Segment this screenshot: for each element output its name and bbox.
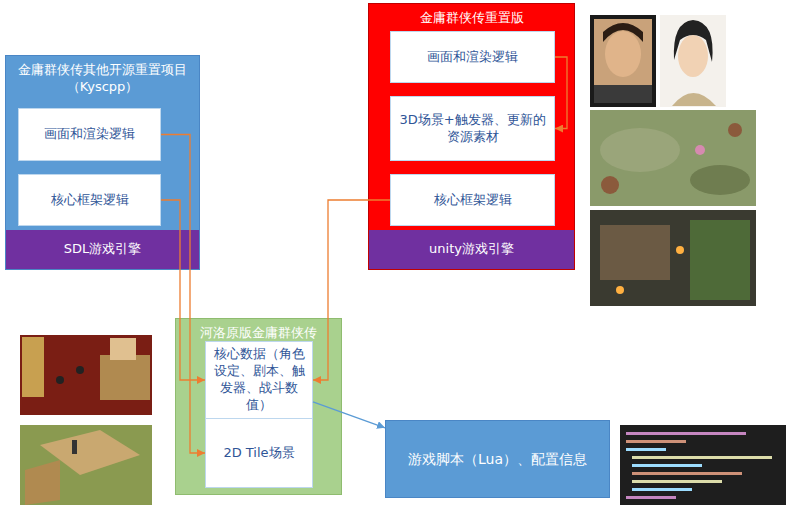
lantern [616, 286, 624, 294]
screenshot-ground [20, 425, 152, 505]
group-title-area: 金庸群侠传其他开源重置项目（Kyscpp） [6, 56, 199, 96]
hero-face [110, 338, 136, 360]
connector [313, 402, 385, 428]
portrait-face [605, 31, 641, 77]
code-line [626, 448, 666, 451]
box-label: unity游戏引擎 [429, 241, 514, 258]
box-label: SDL游戏引擎 [64, 241, 142, 258]
engine-band: SDL游戏引擎 [6, 230, 199, 269]
code-screenshot [620, 425, 786, 505]
portrait-old [590, 15, 656, 107]
screenshot-terrain [590, 110, 756, 206]
connector [313, 200, 390, 380]
grass [690, 220, 750, 300]
portrait-plate [594, 85, 652, 103]
code-line [632, 480, 722, 483]
box-label: 3D场景+触发器、更新的资源素材 [397, 112, 548, 146]
box-label: 核心框架逻辑 [434, 192, 512, 209]
code-line [632, 456, 772, 459]
group-title: 金庸群侠传重置版 [375, 10, 568, 27]
hero-sprite [72, 440, 77, 454]
fighter [56, 376, 64, 384]
code-line [626, 496, 676, 499]
screenshot-battle [20, 335, 152, 415]
data-box: 核心数据（角色设定、剧本、触发器、战斗数值） [205, 341, 313, 419]
code-line [632, 488, 692, 491]
room-floor [600, 225, 670, 280]
portrait-hair [674, 20, 713, 62]
box-label: 游戏脚本（Lua）、配置信息 [408, 450, 587, 468]
connector [555, 57, 567, 129]
module-box: 3D场景+触发器、更新的资源素材 [390, 96, 555, 161]
rock [728, 123, 742, 137]
group-title-area: 河洛原版金庸群侠传 [176, 319, 341, 342]
code-ground [620, 425, 786, 505]
flower [695, 145, 705, 155]
box-label: 核心框架逻辑 [51, 192, 129, 209]
rock [601, 176, 619, 194]
code-line [626, 432, 746, 435]
module-box: 核心框架逻辑 [390, 174, 555, 226]
code-line [632, 472, 742, 475]
box-label: 画面和渲染逻辑 [427, 49, 518, 66]
portrait-frame [660, 15, 726, 107]
group-title-area: 金庸群侠传重置版 [369, 4, 574, 27]
project-group: 金庸群侠传其他开源重置项目（Kyscpp） 画面和渲染逻辑核心框架逻辑 SDL游戏引… [5, 55, 200, 270]
portrait-hair [603, 23, 643, 42]
code-line [626, 440, 686, 443]
connector [161, 135, 205, 454]
box-label: 核心数据（角色设定、剧本、触发器、战斗数值） [212, 346, 306, 414]
fighter [76, 366, 84, 374]
engine-band: unity游戏引擎 [369, 230, 574, 269]
group-title: 金庸群侠传其他开源重置项目（Kyscpp） [12, 62, 193, 96]
script-box: 游戏脚本（Lua）、配置信息 [385, 420, 610, 498]
portrait-frame [590, 15, 656, 107]
box-label: 2D Tile场景 [223, 445, 294, 462]
project-group: 河洛原版金庸群侠传核心数据（角色设定、剧本、触发器、战斗数值） 2D Tile场景 [175, 318, 342, 495]
module-box: 画面和渲染逻辑 [18, 108, 161, 161]
box-label: 画面和渲染逻辑 [44, 126, 135, 143]
menu-panel [22, 337, 44, 397]
screenshot-house [590, 210, 756, 306]
screenshot-ground [590, 210, 756, 306]
connector [161, 200, 205, 380]
portrait-face [678, 35, 708, 77]
status-panel [100, 355, 150, 400]
portrait-new [660, 15, 726, 107]
module-box: 画面和渲染逻辑 [390, 31, 555, 83]
group-title: 河洛原版金庸群侠传 [182, 325, 335, 342]
module-box: 核心框架逻辑 [18, 174, 161, 226]
project-group: 金庸群侠传重置版画面和渲染逻辑 3D场景+触发器、更新的资源素材核心框架逻辑 uni… [368, 3, 575, 270]
screenshot-ground [590, 110, 756, 206]
tile-wall [25, 460, 60, 505]
portrait-face-ground [594, 19, 652, 85]
terrain-patch [600, 128, 680, 172]
terrain-patch [690, 165, 750, 195]
screenshot-tiles [20, 425, 152, 505]
portrait-robe [672, 93, 716, 106]
data-box: 2D Tile场景 [205, 418, 313, 488]
lantern [676, 246, 684, 254]
code-line [632, 464, 702, 467]
screenshot-ground [20, 335, 152, 415]
